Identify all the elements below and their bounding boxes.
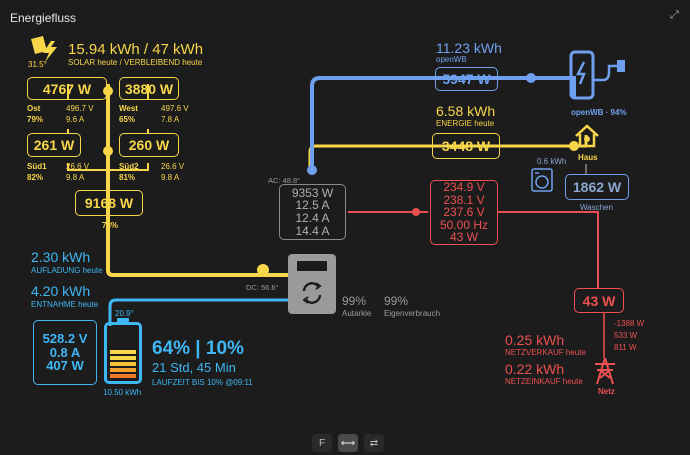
ev-charger-icon bbox=[569, 50, 625, 100]
haus-kwh: 6.58 kWh bbox=[436, 103, 496, 119]
openwb-status: openWB · 94% bbox=[571, 108, 627, 117]
grid-values: 234.9 V 238.1 V 237.6 V 50.00 Hz 43 W bbox=[430, 180, 498, 245]
openwb-kwh: 11.23 kWh bbox=[436, 40, 502, 56]
battery-discharge-label: ENTNAHME heute bbox=[31, 300, 99, 309]
battery-runtime-caption: LAUFZEIT BIS 10% @09:11 bbox=[152, 378, 253, 387]
battery-level-fill bbox=[110, 350, 136, 378]
solar-caption: SOLAR heute / VERBLEIBEND heute bbox=[68, 58, 203, 67]
netzverkauf-kwh: 0.25 kWh bbox=[505, 332, 565, 348]
battery-icon bbox=[104, 318, 142, 384]
inverter-dc-label: DC: 56.6° bbox=[246, 283, 279, 292]
eigenverbrauch-label: Eigenverbrauch bbox=[384, 309, 441, 318]
battery-power: 407 W bbox=[46, 358, 84, 374]
solar-angle: 31.5° bbox=[28, 60, 47, 69]
netzeinkauf-kwh: 0.22 kWh bbox=[505, 361, 565, 377]
washing-machine-icon bbox=[531, 168, 553, 192]
netz-label: Netz bbox=[598, 387, 615, 396]
inverter-values: 9353 W 12.5 A 12.4 A 14.4 A bbox=[279, 184, 346, 240]
view-button-f[interactable]: F bbox=[312, 434, 332, 452]
haus-caption: ENERGIE heute bbox=[436, 119, 495, 128]
power-pylon-icon bbox=[595, 357, 615, 385]
netz-power: 43 W bbox=[574, 288, 624, 313]
waschen-power: 1862 W bbox=[565, 174, 629, 200]
inverter-line-4: 14.4 A bbox=[295, 223, 330, 238]
battery-discharge-kwh: 4.20 kWh bbox=[31, 283, 91, 299]
battery-temp: 20.9° bbox=[115, 309, 134, 318]
inverter-icon bbox=[288, 254, 336, 314]
netz-phase-1: -1388 W bbox=[614, 319, 645, 328]
eigenverbrauch-value: 99% bbox=[384, 294, 409, 308]
grid-line-3: 237.6 V bbox=[443, 205, 485, 220]
panel-sued1-name: Süd1 bbox=[27, 162, 47, 171]
panel-west-pct: 65% bbox=[119, 115, 136, 124]
battery-level-bar bbox=[110, 356, 136, 360]
battery-capacity: 10.50 kWh bbox=[103, 388, 142, 397]
battery-level-bar bbox=[110, 362, 136, 366]
solar-total-pct: 73% bbox=[102, 221, 119, 230]
battery-charge-kwh: 2.30 kWh bbox=[31, 249, 91, 265]
panel-sued1-amp: 9.8 A bbox=[66, 173, 85, 182]
grid-line-2: 238.1 V bbox=[443, 192, 485, 207]
battery-amp: 0.8 A bbox=[49, 344, 81, 360]
view-button-flow[interactable]: ⟷ bbox=[338, 434, 358, 452]
solar-kwh: 15.94 kWh / 47 kWh bbox=[68, 41, 204, 58]
grid-line-5: 43 W bbox=[449, 230, 478, 245]
house-icon bbox=[575, 124, 599, 148]
netzverkauf-label: NETZVERKAUF heute bbox=[505, 348, 586, 357]
battery-level-bar bbox=[110, 374, 136, 378]
autarkie-value: 99% bbox=[342, 294, 367, 308]
panel-sued2-pct: 81% bbox=[119, 173, 136, 182]
panel-sued2-power: 260 W bbox=[119, 133, 179, 157]
waschen-label: Waschen bbox=[580, 203, 614, 212]
battery-charge-label: AUFLADUNG heute bbox=[31, 266, 103, 275]
panel-sued1-pct: 82% bbox=[27, 173, 44, 182]
haus-power: 3448 W bbox=[432, 133, 500, 159]
panel-ost-pct: 79% bbox=[27, 115, 44, 124]
grid-line-1: 234.9 V bbox=[443, 180, 485, 195]
panel-ost-amp: 9.6 A bbox=[66, 115, 85, 124]
inverter-ac-label: AC: 48.8° bbox=[268, 176, 301, 185]
battery-volt: 528.2 V bbox=[42, 331, 88, 347]
openwb-label: openWB bbox=[436, 55, 467, 64]
panel-west-name: West bbox=[119, 104, 138, 113]
panel-ost-volt: 496.7 V bbox=[66, 104, 94, 113]
panel-sued2-amp: 9.8 A bbox=[161, 173, 180, 182]
inverter-line-3: 12.4 A bbox=[295, 211, 330, 225]
autarkie-label: Autarkie bbox=[342, 309, 372, 318]
panel-sued2-name: Süd2 bbox=[119, 162, 139, 171]
panel-west-power: 3880 W bbox=[119, 77, 179, 100]
haus-label: Haus bbox=[578, 153, 598, 162]
battery-stats: 528.2 V 0.8 A 407 W bbox=[33, 320, 97, 385]
inverter-line-1: 9353 W bbox=[291, 185, 334, 200]
panel-sued1-power: 261 W bbox=[27, 133, 81, 157]
netz-phase-2: 533 W bbox=[614, 331, 638, 340]
battery-level-bar bbox=[110, 350, 136, 354]
view-button-swap[interactable]: ⇄ bbox=[364, 434, 384, 452]
panel-sued1-volt: 26.6 V bbox=[66, 162, 90, 171]
battery-level-bar bbox=[110, 368, 136, 372]
solar-total-power: 9168 W bbox=[75, 190, 143, 216]
netz-phase-3: 811 W bbox=[614, 343, 637, 352]
grid-line-4: 50.00 Hz bbox=[439, 217, 489, 232]
solar-panel-icon bbox=[31, 36, 57, 62]
inverter-line-2: 12.5 A bbox=[295, 198, 330, 213]
waschen-kwh: 0.6 kWh bbox=[537, 157, 567, 166]
expand-icon[interactable]: ⤢ bbox=[670, 9, 679, 21]
netzeinkauf-label: NETZEINKAUF heute bbox=[505, 377, 583, 386]
openwb-power: 5947 W bbox=[435, 67, 498, 91]
panel-ost-name: Ost bbox=[27, 104, 41, 113]
panel-ost-power: 4767 W bbox=[27, 77, 107, 100]
card-title: Energiefluss bbox=[10, 11, 77, 25]
battery-soc: 64% | 10% bbox=[152, 338, 244, 359]
panel-west-amp: 7.8 A bbox=[161, 115, 180, 124]
panel-sued2-volt: 26.6 V bbox=[161, 162, 185, 171]
panel-west-volt: 497.6 V bbox=[161, 104, 189, 113]
battery-runtime: 21 Std, 45 Min bbox=[152, 360, 236, 375]
